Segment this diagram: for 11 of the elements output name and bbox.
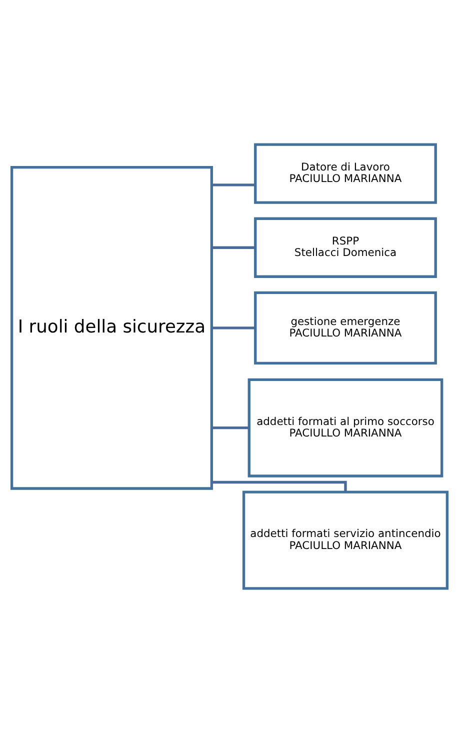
- node-box: gestione emergenze PACIULLO MARIANNA: [254, 291, 437, 364]
- connector: [212, 326, 256, 330]
- connector: [212, 426, 249, 430]
- node-box: Datore di Lavoro PACIULLO MARIANNA: [254, 143, 437, 204]
- node-box: addetti formati al primo soccorso PACIULLO MARIANNA: [248, 378, 444, 478]
- node-box: I ruoli della sicurezza: [10, 166, 213, 490]
- connector: [212, 480, 347, 492]
- node-box: RSPP Stellacci Domenica: [254, 217, 437, 278]
- connector: [212, 246, 256, 249]
- node-box: addetti formati servizio antincendio PACIULLO MARIANNA: [242, 490, 449, 590]
- connector: [212, 184, 256, 186]
